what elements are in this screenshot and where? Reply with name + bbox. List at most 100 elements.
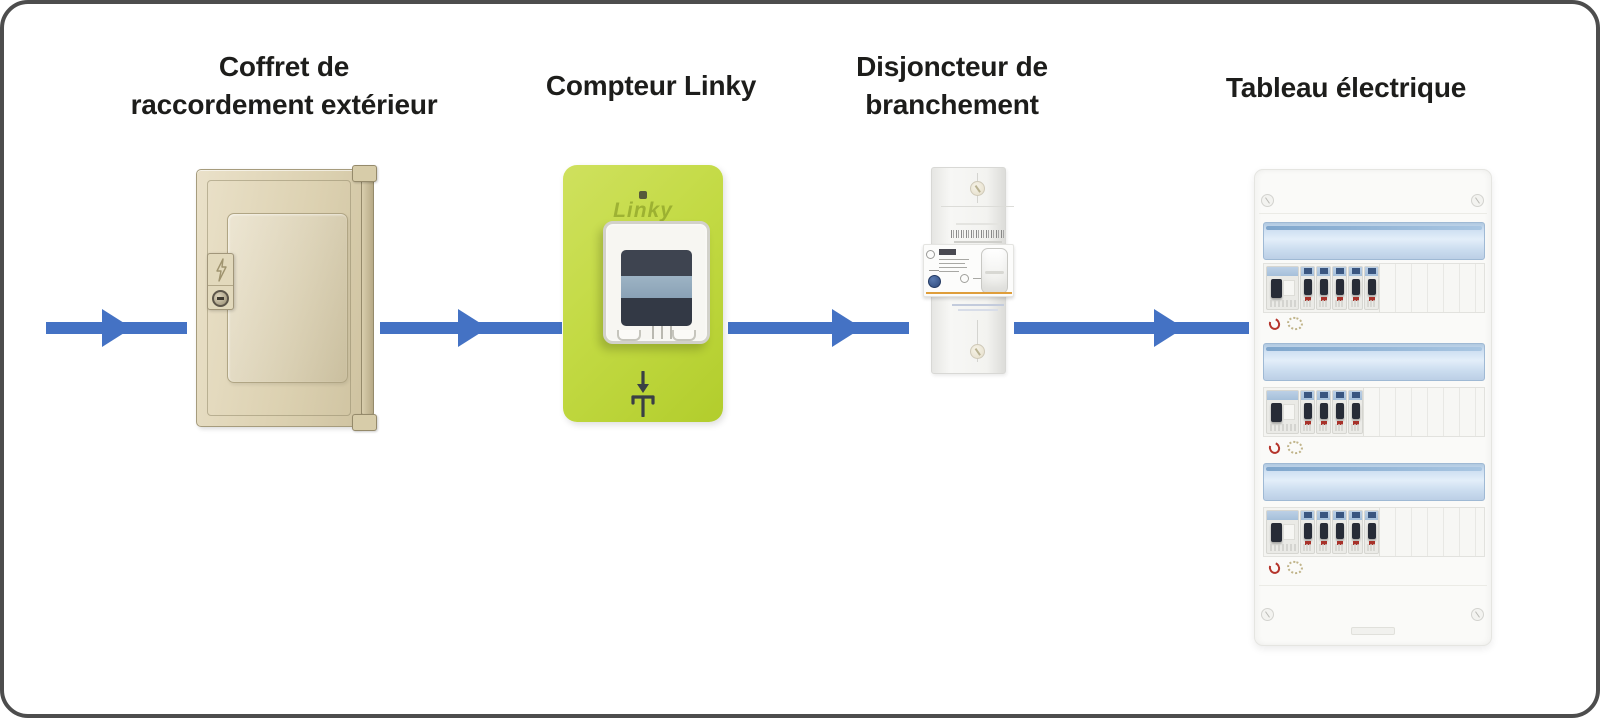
screw-icon <box>970 344 985 359</box>
toggle-switch <box>981 248 1008 294</box>
breaker-module <box>1300 390 1315 434</box>
breaker-chip <box>1352 512 1360 518</box>
certification-badge-icon <box>960 274 969 283</box>
disjoncteur-branchement-image <box>923 167 1014 374</box>
terminal-strip <box>1367 544 1376 551</box>
terminal-strip <box>1335 424 1344 431</box>
breaker-indicator <box>1305 541 1311 545</box>
breaker-chip <box>1304 392 1312 398</box>
tableau-breaker-cluster <box>1266 266 1379 310</box>
breaker-module <box>1300 266 1315 310</box>
brand-plate <box>1351 627 1395 635</box>
terminal-strip <box>1351 544 1360 551</box>
lock-divider <box>208 285 233 286</box>
breaker-chip <box>1336 268 1344 274</box>
terminal-strip <box>1351 300 1360 307</box>
terminal-strip <box>1319 300 1328 307</box>
terminal-strip <box>1270 424 1296 431</box>
compteur-linky-image: Linky <box>563 165 723 422</box>
terminal-strip <box>1303 424 1312 431</box>
blue-cover-strip <box>1263 463 1485 501</box>
breaker-module <box>1316 510 1331 554</box>
teleinfo-plug-icon <box>631 371 655 417</box>
terminal-strip <box>1303 300 1312 307</box>
terminal-strip <box>1319 544 1328 551</box>
module-pad <box>1283 280 1295 296</box>
door-lock-module <box>207 253 234 310</box>
breaker-module <box>1332 510 1347 554</box>
terminal-strip <box>1270 544 1296 551</box>
breaker-toggle <box>1352 279 1360 295</box>
hinge-bottom <box>352 414 377 431</box>
meter-screen <box>621 250 692 326</box>
keyhole-icon <box>212 290 229 307</box>
breaker-indicator <box>1321 421 1327 425</box>
blue-cover-strip <box>1263 343 1485 381</box>
wire-cluster <box>1266 439 1329 456</box>
blanking-plates <box>1379 508 1484 556</box>
breaker-toggle <box>1352 523 1360 539</box>
flow-arrow-segment-3 <box>728 322 909 334</box>
breaker-toggle <box>1271 279 1282 298</box>
panel-seam <box>1259 213 1487 214</box>
breaker-toggle <box>1320 279 1328 295</box>
terminal-strip <box>1351 424 1360 431</box>
breaker-toggle <box>1352 403 1360 419</box>
screw-icon <box>1471 608 1484 621</box>
screw-icon <box>1261 194 1274 207</box>
breaker-toggle <box>1304 523 1312 539</box>
breaker-toggle <box>1304 403 1312 419</box>
meter-display-frame <box>603 221 710 344</box>
breaker-indicator <box>1305 421 1311 425</box>
breaker-indicator <box>1353 541 1359 545</box>
step-label-tableau: Tableau électrique <box>1225 72 1467 103</box>
wire-cluster <box>1266 315 1329 332</box>
breaker-chip <box>1304 512 1312 518</box>
step-label-coffret: Coffret de raccordement extérieur <box>130 51 438 120</box>
terminal-strip <box>1335 300 1344 307</box>
display-leg <box>661 326 663 339</box>
display-foot <box>672 330 696 341</box>
breaker-indicator <box>1353 421 1359 425</box>
breaker-module <box>1348 390 1363 434</box>
test-button <box>928 275 941 288</box>
flow-arrowhead-4 <box>1154 309 1184 347</box>
breaker-toggle <box>1271 403 1282 422</box>
coffret-raccordement-image <box>196 165 382 431</box>
text-line <box>939 271 959 272</box>
led-indicator-icon <box>639 191 647 199</box>
breaker-toggle <box>1304 279 1312 295</box>
tableau-breaker-cluster <box>1266 510 1379 554</box>
breaker-toggle <box>1368 523 1376 539</box>
breaker-indicator <box>1305 297 1311 301</box>
breaker-chip <box>1320 268 1328 274</box>
breaker-row <box>1263 387 1485 437</box>
breaker-indicator <box>1337 541 1343 545</box>
text-line <box>939 259 969 260</box>
blanking-plates <box>1379 264 1484 312</box>
red-wire <box>1266 316 1283 332</box>
brand-mark <box>939 249 956 255</box>
cabinet-door <box>196 169 362 427</box>
breaker-toggle <box>1320 403 1328 419</box>
screw-icon <box>1261 608 1274 621</box>
breaker-row <box>1263 507 1485 557</box>
breaker-chip <box>1320 392 1328 398</box>
breaker-module <box>1332 390 1347 434</box>
text-line <box>954 241 1002 243</box>
screen-band-dark <box>621 250 692 276</box>
breaker-module <box>1316 390 1331 434</box>
breaker-indicator <box>1369 541 1375 545</box>
screen-band-dark <box>621 298 692 326</box>
case-seam <box>977 320 978 362</box>
breaker-indicator <box>1353 297 1359 301</box>
module-pad <box>1283 404 1295 420</box>
breaker-chip <box>1352 392 1360 398</box>
tableau-electrique-image <box>1254 169 1492 646</box>
display-leg <box>670 326 672 339</box>
breaker-module <box>1364 510 1379 554</box>
breaker-indicator <box>1369 297 1375 301</box>
module-pad <box>1283 524 1295 540</box>
differential-switch-module <box>1266 510 1299 554</box>
screen-band-blue <box>621 276 692 298</box>
